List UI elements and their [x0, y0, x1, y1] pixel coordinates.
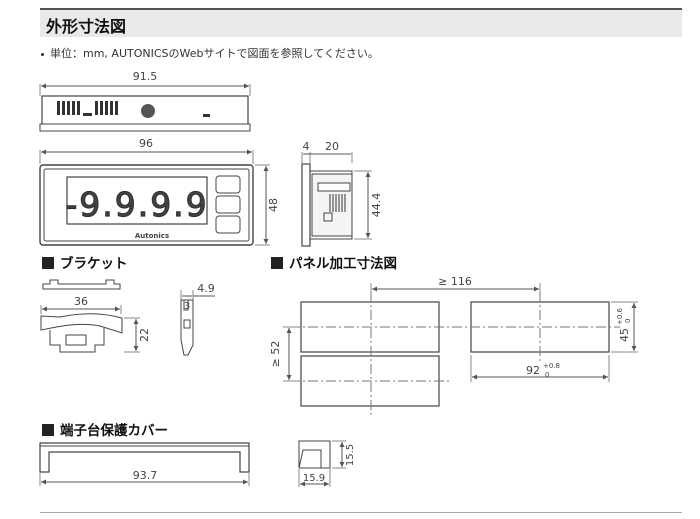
top-view [39, 83, 251, 132]
terminal-cover-heading: 端子台保護カバー [42, 419, 168, 439]
dim-cover-height: 15.5 [345, 444, 356, 466]
dim-bracket-thickness: 4.9 [197, 282, 215, 295]
terminal-cover-heading-text: 端子台保護カバー [60, 423, 168, 439]
dim-panel-cut-w-tol-upper: +0.8 [543, 362, 560, 370]
dim-front-width: 96 [139, 137, 153, 150]
square-bullet-icon [42, 424, 54, 436]
bracket-heading-text: ブラケット [60, 256, 128, 272]
dim-panel-cut-w: 92 [526, 364, 540, 377]
square-bullet-icon [271, 257, 283, 269]
dim-panel-cut-w-tol-lower: 0 [545, 371, 549, 379]
dim-cover-width: 93.7 [133, 469, 158, 482]
side-view [301, 152, 372, 247]
dim-bracket-height: 22 [138, 328, 151, 342]
dim-side-b: 20 [325, 140, 339, 153]
dim-side-height: 44.4 [370, 193, 383, 218]
dim-panel-pitch-h: ≥ 116 [438, 275, 472, 288]
footer-rule [40, 512, 682, 513]
front-view [39, 149, 270, 246]
unit-note: 単位：mm, AUTONICSのWebサイトで図面を参照してください。 [41, 45, 379, 61]
bracket-drawing [40, 279, 215, 356]
terminal-cover-drawing [39, 440, 346, 487]
dim-side-a: 4 [303, 140, 310, 153]
square-bullet-icon [42, 257, 54, 269]
front-display-digits: -9.9.9.9 [65, 185, 208, 224]
bullet-icon [41, 52, 44, 56]
panel-cutout-heading: パネル加工寸法図 [271, 252, 397, 272]
dim-cover-depth: 15.9 [303, 473, 325, 484]
page-title: 外形寸法図 [46, 17, 127, 36]
dim-bracket-width: 36 [74, 295, 88, 308]
header-top-rule [40, 8, 682, 10]
section-header: 外形寸法図 [40, 10, 682, 37]
dim-panel-pitch-v: ≥ 52 [269, 341, 282, 368]
unit-note-text: 単位：mm, AUTONICSのWebサイトで図面を参照してください。 [50, 47, 379, 60]
dim-panel-cut-h-tol-upper: +0.6 [616, 307, 624, 325]
dim-panel-cut-h-tol-lower: 0 [624, 319, 632, 323]
dim-top-width: 91.5 [133, 70, 158, 83]
dim-panel-cut-h-group: 45 +0.6 0 [616, 307, 632, 342]
dim-front-height: 48 [267, 198, 280, 212]
panel-cutout-drawing [283, 283, 638, 415]
dim-bracket-small: 3 [184, 301, 190, 312]
front-brand-label: Autonics [135, 232, 169, 240]
panel-cutout-heading-text: パネル加工寸法図 [289, 256, 397, 272]
dim-panel-cut-h: 45 [618, 328, 631, 342]
bracket-heading: ブラケット [42, 252, 128, 272]
